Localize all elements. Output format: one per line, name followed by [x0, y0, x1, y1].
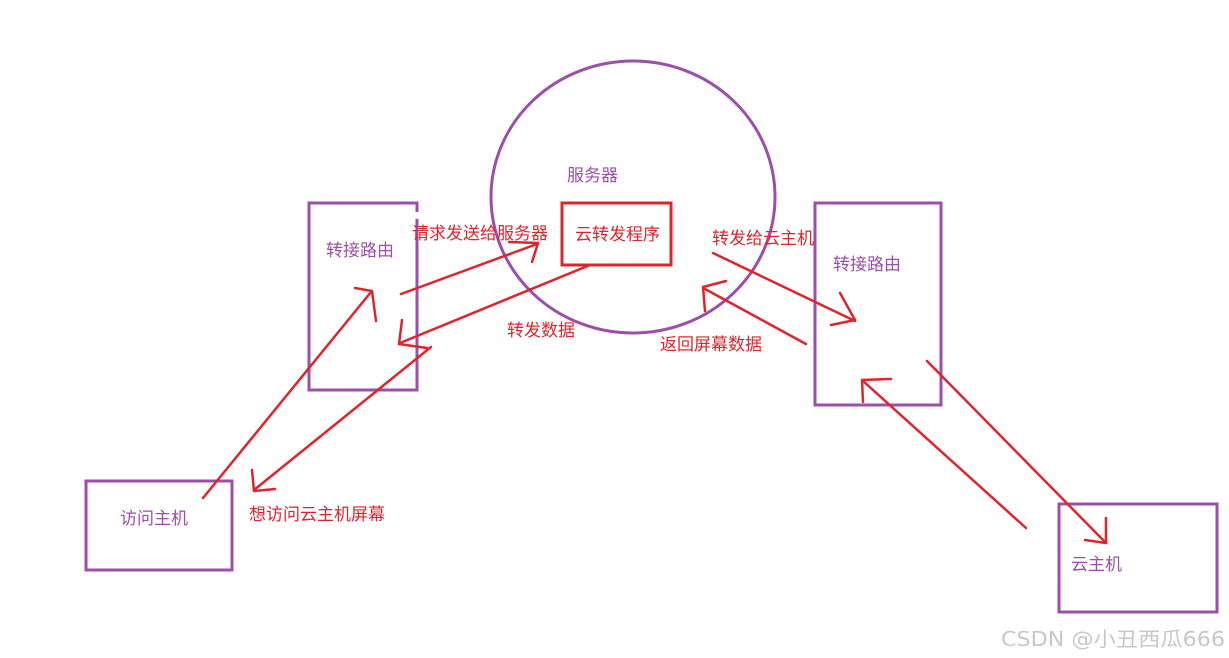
arrow-access-to-router — [201, 290, 373, 500]
server-circle — [489, 59, 777, 335]
server-label: 服务器 — [567, 166, 618, 186]
cloud-forward-program-label: 云转发程序 — [575, 225, 660, 245]
arrow-cloud-host-to-router — [861, 379, 1028, 530]
arrow-forward-data — [398, 263, 592, 345]
arrowhead-forward-to-cloud — [829, 291, 857, 327]
right-router-label: 转接路由 — [833, 255, 901, 275]
arrow-router-to-access — [252, 345, 433, 492]
forward-data-label: 转发数据 — [507, 321, 575, 341]
return-screen-data-label: 返回屏幕数据 — [660, 335, 762, 355]
arrow-request-to-server — [399, 242, 539, 296]
arrow-router-to-cloud-host — [925, 359, 1108, 545]
cloud-forward-program-box — [560, 201, 673, 267]
arrow-return-screen — [703, 287, 808, 346]
left-router-label: 转接路由 — [326, 241, 394, 261]
arrowhead-router-to-access — [250, 468, 277, 493]
arrowhead-request-to-server — [507, 240, 540, 264]
access-host-box — [84, 479, 234, 572]
request-to-server-label: 请求发送给服务器 — [412, 224, 548, 244]
arrowhead-forward-data — [397, 318, 429, 350]
arrowhead-access-to-router — [353, 286, 378, 323]
arrowhead-cloud-host-to-router — [860, 377, 893, 404]
arrow-forward-to-cloud — [711, 251, 857, 323]
forward-to-cloud-host-label: 转发给云主机 — [712, 229, 814, 249]
right-router-box — [813, 201, 943, 407]
arrowhead-router-to-cloud-host — [1083, 516, 1108, 545]
want-access-screen-label: 想访问云主机屏幕 — [249, 505, 385, 525]
arrowhead-return-screen — [701, 279, 728, 313]
access-host-label: 访问主机 — [120, 509, 188, 529]
cloud-host-box — [1057, 502, 1219, 614]
left-router-box — [307, 201, 419, 392]
cloud-host-label: 云主机 — [1071, 555, 1122, 575]
csdn-watermark: CSDN @小丑西瓜666 — [1001, 627, 1225, 651]
